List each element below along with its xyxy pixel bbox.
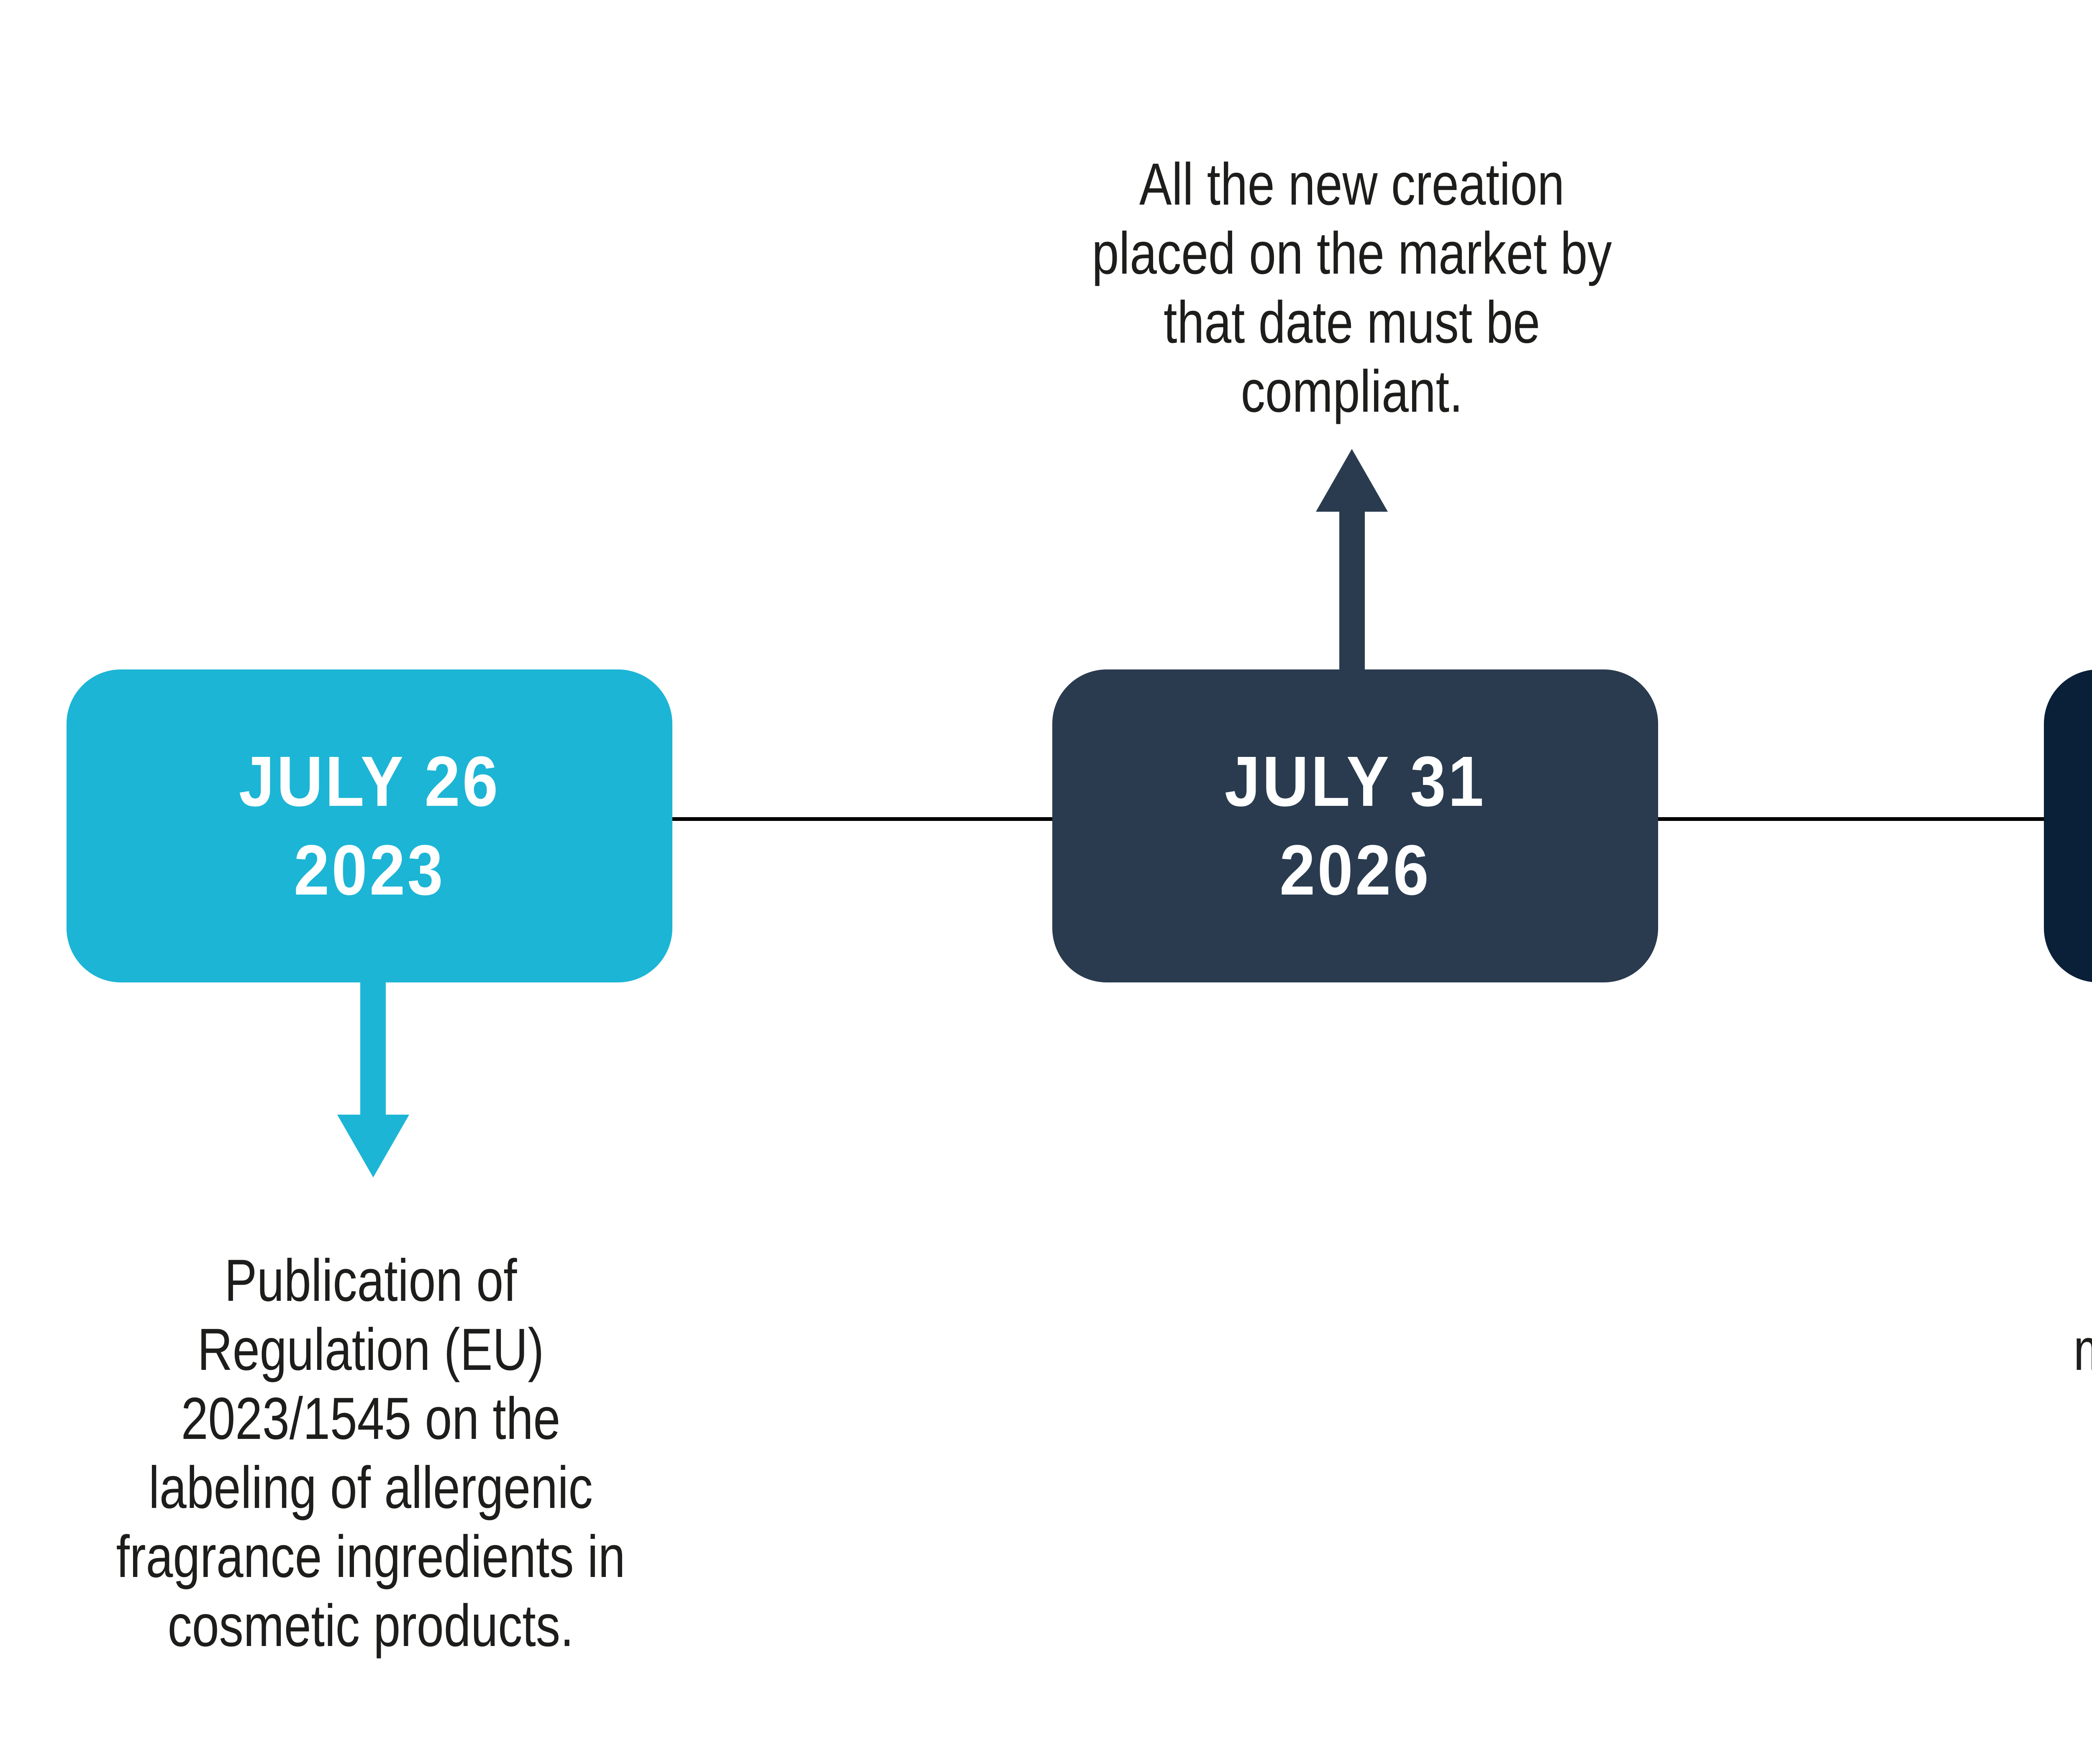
description-line: fragrance ingredients in bbox=[116, 1523, 626, 1590]
down-arrow-icon bbox=[360, 979, 386, 1115]
description-line: All the new creation bbox=[1139, 151, 1565, 218]
event-2028-description: Withdrawal from the market of non-compli… bbox=[2026, 1246, 2092, 1453]
description-line: cosmetic products. bbox=[167, 1592, 574, 1659]
event-box-2026: JULY 31 2026 bbox=[1052, 669, 1658, 982]
date-line: 2026 bbox=[1279, 831, 1431, 910]
up-arrow-icon bbox=[1316, 449, 1388, 512]
description-line: compliant. bbox=[1241, 358, 1463, 425]
date-line: JULY 31 bbox=[1224, 742, 1486, 821]
down-arrow-icon bbox=[337, 1115, 409, 1177]
event-date: JULY 31 2026 bbox=[1225, 737, 1486, 915]
event-2026-description: All the new creation placed on the marke… bbox=[1043, 150, 1661, 426]
up-arrow-icon bbox=[1339, 510, 1365, 672]
date-line: JULY 26 bbox=[238, 742, 500, 821]
date-line: 2023 bbox=[294, 831, 445, 910]
description-line: placed on the market by bbox=[1092, 220, 1612, 287]
event-box-2023: JULY 26 2023 bbox=[67, 669, 672, 982]
event-box-2028: JULY 31 2028 bbox=[2044, 669, 2092, 982]
event-date: JULY 26 2023 bbox=[239, 737, 500, 915]
description-line: labeling of allergenic bbox=[149, 1454, 593, 1521]
description-line: Withdrawal from the bbox=[2026, 1246, 2092, 1315]
timeline-connector-line bbox=[672, 817, 1054, 821]
description-line: Publication of bbox=[224, 1247, 517, 1314]
description-line: market of non-compliant bbox=[2026, 1315, 2092, 1384]
event-2023-description: Publication of Regulation (EU) 2023/1545… bbox=[62, 1246, 679, 1660]
description-line: Regulation (EU) bbox=[197, 1316, 544, 1383]
timeline-connector-line bbox=[1656, 817, 2046, 821]
description-line: that date must be bbox=[1164, 289, 1540, 356]
description-line: products. bbox=[2026, 1384, 2092, 1453]
description-line: 2023/1545 on the bbox=[181, 1385, 561, 1452]
